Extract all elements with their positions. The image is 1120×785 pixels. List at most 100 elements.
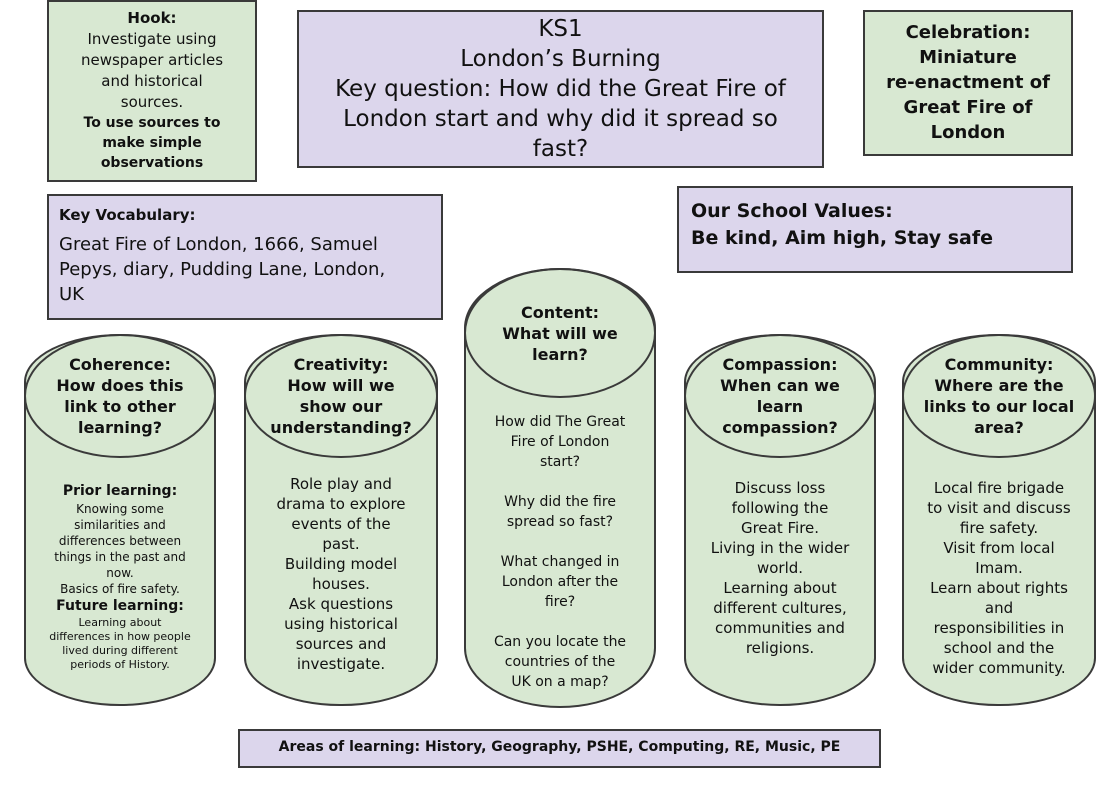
- compassion-heading-line: compassion?: [722, 418, 838, 437]
- values-heading: Our School Values:: [691, 200, 893, 222]
- community-line: school and the: [943, 639, 1055, 657]
- community-heading-line: area?: [974, 418, 1024, 437]
- vocabulary-box: Key Vocabulary: Great Fire of London, 16…: [47, 194, 443, 320]
- title-box: KS1 London’s Burning Key question: How d…: [297, 10, 824, 168]
- future-learning-line: differences in how people: [49, 630, 191, 643]
- prior-learning-line: Knowing some: [76, 502, 164, 516]
- title-line: Key question: How did the Great Fire of: [335, 76, 786, 102]
- coherence-cylinder: Coherence: How does this link to other l…: [24, 334, 216, 706]
- future-learning-heading: Future learning:: [56, 598, 184, 614]
- celebration-line: London: [930, 122, 1006, 143]
- compassion-line: religions.: [745, 639, 815, 657]
- hook-line: sources.: [120, 93, 184, 111]
- community-line: Local fire brigade: [933, 479, 1065, 497]
- vocabulary-line: Pepys, diary, Pudding Lane, London,: [59, 259, 386, 280]
- compassion-heading-line: When can we: [720, 376, 840, 395]
- compassion-body: Discuss loss following the Great Fire. L…: [686, 478, 874, 658]
- content-question-line: fire?: [544, 594, 576, 610]
- community-cylinder: Community: Where are the links to our lo…: [902, 334, 1096, 706]
- compassion-line: different cultures,: [713, 599, 847, 617]
- compassion-line: world.: [756, 559, 804, 577]
- community-line: Imam.: [975, 559, 1023, 577]
- compassion-heading: Compassion: When can we learn compassion…: [684, 334, 876, 458]
- creativity-line: Ask questions: [288, 595, 394, 613]
- prior-learning-heading: Prior learning:: [62, 483, 178, 499]
- compassion-line: Great Fire.: [740, 519, 820, 537]
- content-question-line: Why did the fire: [504, 494, 616, 510]
- content-heading: Content: What will we learn?: [464, 268, 656, 398]
- celebration-line: Miniature: [919, 47, 1017, 68]
- coherence-heading: Coherence: How does this link to other l…: [24, 334, 216, 458]
- coherence-heading-line: Coherence:: [69, 355, 171, 374]
- creativity-line: events of the: [291, 515, 391, 533]
- compassion-cylinder: Compassion: When can we learn compassion…: [684, 334, 876, 706]
- content-heading-line: Content:: [520, 302, 600, 322]
- title-line: fast?: [532, 136, 589, 162]
- celebration-line: Great Fire of: [903, 97, 1033, 118]
- content-question-line: Can you locate the: [493, 634, 627, 650]
- creativity-line: past.: [322, 535, 360, 553]
- community-line: wider community.: [932, 659, 1066, 677]
- creativity-line: Building model: [284, 555, 398, 573]
- celebration-line: re-enactment of: [886, 72, 1050, 93]
- celebration-line: Celebration:: [905, 22, 1031, 43]
- future-learning-line: lived during different: [62, 644, 178, 657]
- prior-learning-line: similarities and: [74, 518, 166, 532]
- vocabulary-line: UK: [59, 284, 84, 305]
- hook-box: Hook: Investigate using newspaper articl…: [47, 0, 257, 182]
- vocabulary-line: Great Fire of London, 1666, Samuel: [59, 234, 378, 255]
- prior-learning-line: differences between: [58, 534, 182, 548]
- compassion-line: Learning about: [723, 579, 837, 597]
- creativity-body: Role play and drama to explore events of…: [246, 474, 436, 674]
- community-line: Visit from local: [943, 539, 1055, 557]
- values-text: Be kind, Aim high, Stay safe: [691, 227, 994, 249]
- title-line: KS1: [538, 16, 583, 42]
- community-body: Local fire brigade to visit and discuss …: [904, 478, 1094, 678]
- areas-of-learning-text: Areas of learning: History, Geography, P…: [278, 739, 841, 755]
- creativity-heading-line: Creativity:: [293, 355, 389, 374]
- content-question-line: UK on a map?: [511, 674, 609, 690]
- vocabulary-text: Great Fire of London, 1666, Samuel Pepys…: [59, 232, 431, 307]
- creativity-heading-line: understanding?: [270, 418, 412, 437]
- creativity-heading-line: show our: [299, 397, 383, 416]
- hook-objective-line: make simple: [102, 135, 202, 151]
- content-question-line: start?: [539, 454, 581, 470]
- content-heading-line: What will we: [502, 323, 618, 343]
- creativity-line: sources and: [295, 635, 387, 653]
- hook-heading: Hook:: [127, 9, 177, 27]
- compassion-line: communities and: [715, 619, 845, 637]
- community-line: to visit and discuss: [927, 499, 1071, 517]
- content-body: How did The Great Fire of London start? …: [466, 412, 654, 692]
- community-heading-line: Where are the: [934, 376, 1064, 395]
- creativity-heading: Creativity: How will we show our underst…: [244, 334, 438, 458]
- creativity-line: drama to explore: [276, 495, 406, 513]
- content-question-line: Fire of London: [510, 434, 610, 450]
- hook-line: Investigate using: [87, 30, 217, 48]
- creativity-cylinder: Creativity: How will we show our underst…: [244, 334, 438, 706]
- content-question-line: spread so fast?: [506, 514, 614, 530]
- vocabulary-heading: Key Vocabulary:: [59, 206, 196, 224]
- community-line: responsibilities in: [933, 619, 1065, 637]
- creativity-line: using historical: [284, 615, 398, 633]
- community-line: and: [984, 599, 1014, 617]
- coherence-heading-line: link to other: [64, 397, 176, 416]
- creativity-heading-line: How will we: [287, 376, 395, 395]
- community-line: fire safety.: [959, 519, 1039, 537]
- creativity-line: houses.: [312, 575, 370, 593]
- community-line: Learn about rights: [930, 579, 1068, 597]
- community-heading: Community: Where are the links to our lo…: [902, 334, 1096, 458]
- prior-learning-line: things in the past and: [54, 550, 186, 564]
- areas-of-learning-box: Areas of learning: History, Geography, P…: [238, 729, 881, 768]
- compassion-line: following the: [731, 499, 829, 517]
- creativity-line: Role play and: [290, 475, 392, 493]
- coherence-heading-line: learning?: [77, 418, 162, 437]
- compassion-heading-line: learn: [756, 397, 804, 416]
- title-line: London start and why did it spread so: [343, 106, 778, 132]
- content-heading-line: learn?: [532, 344, 588, 364]
- compassion-heading-line: Compassion:: [722, 355, 838, 374]
- content-question-line: countries of the: [504, 654, 616, 670]
- hook-line: and historical: [101, 72, 203, 90]
- content-question-line: London after the: [501, 574, 619, 590]
- community-heading-line: links to our local: [923, 397, 1075, 416]
- content-question-line: How did The Great: [494, 414, 626, 430]
